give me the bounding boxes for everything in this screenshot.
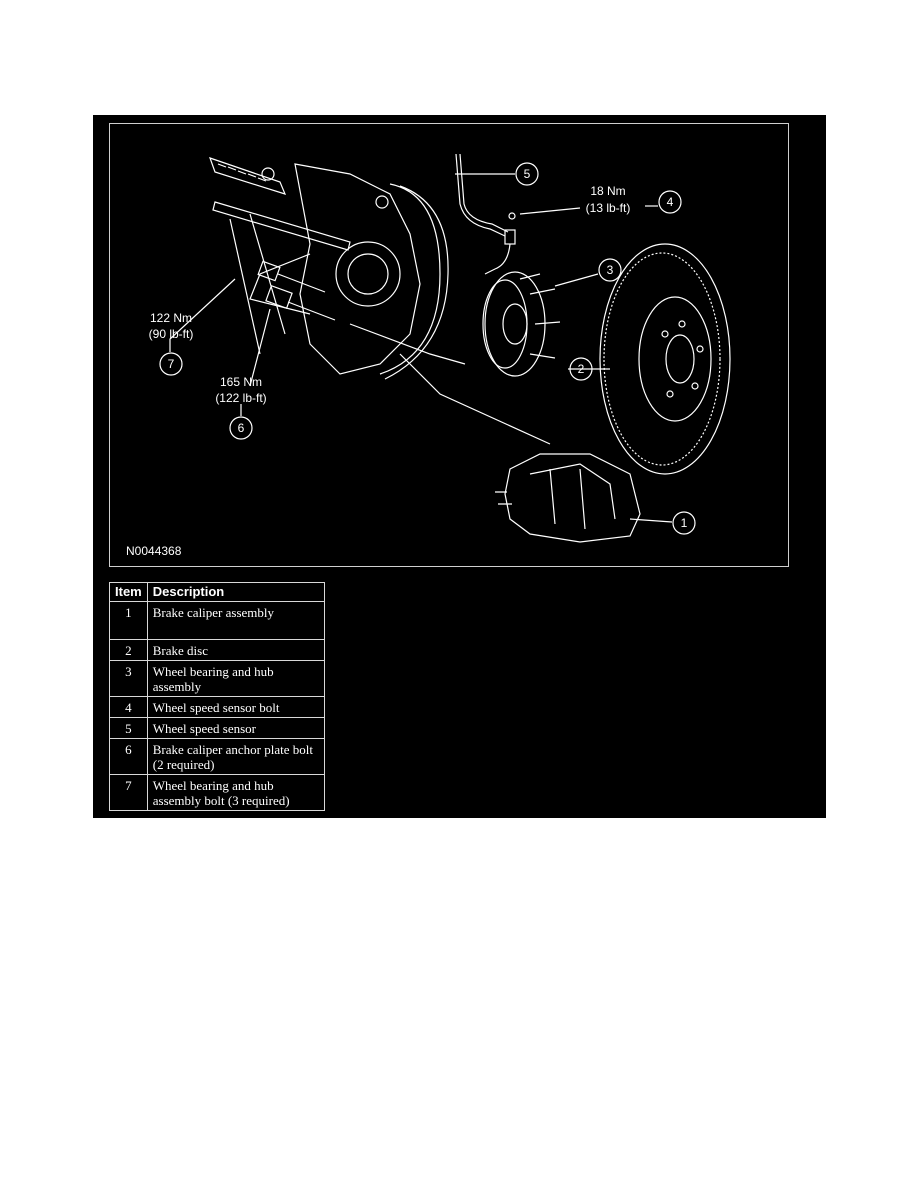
callout-7-number: 7	[168, 357, 175, 371]
item-description: Wheel speed sensor bolt	[146, 696, 325, 718]
callout-2: 2	[569, 357, 593, 381]
table-row: 3 Wheel bearing and hub assembly	[109, 660, 325, 697]
figure-id: N0044368	[126, 544, 182, 558]
table-header-row: Item Description	[109, 582, 325, 602]
item-number: 7	[109, 774, 148, 811]
wheel-hub-illustration	[482, 271, 561, 377]
item-description: Wheel bearing and hub assembly	[146, 660, 325, 697]
table-row: 1 Brake caliper assembly	[109, 601, 325, 640]
table-row: 4 Wheel speed sensor bolt	[109, 696, 325, 718]
callout-6-torque-lbft: (122 lb-ft)	[215, 391, 266, 405]
illustration-panel: 5 18 Nm (13 lb-ft) 4 3 2 1 122 Nm	[93, 115, 826, 818]
callout-5-number: 5	[524, 167, 531, 181]
item-description: Wheel bearing and hub assembly bolt (3 r…	[146, 774, 325, 811]
table-row: 2 Brake disc	[109, 639, 325, 661]
table-row: 5 Wheel speed sensor	[109, 717, 325, 739]
callout-4-torque-nm: 18 Nm	[590, 184, 625, 198]
axle-shaft-illustration	[209, 157, 351, 355]
callout-7: 122 Nm (90 lb-ft) 7	[149, 311, 194, 376]
bolt-illustrations	[257, 260, 336, 321]
callout-6-torque-nm: 165 Nm	[220, 375, 262, 389]
parts-legend-table: Item Description 1 Brake caliper assembl…	[109, 582, 325, 811]
callout-4-torque-lbft: (13 lb-ft)	[586, 201, 631, 215]
item-number: 5	[109, 717, 148, 739]
callout-leaders	[169, 173, 673, 523]
callout-7-torque-lbft: (90 lb-ft)	[149, 327, 194, 341]
exploded-view-figure: 5 18 Nm (13 lb-ft) 4 3 2 1 122 Nm	[109, 123, 789, 567]
wheel-speed-sensor-illustration	[455, 153, 516, 275]
header-description: Description	[146, 582, 325, 602]
item-description: Wheel speed sensor	[146, 717, 325, 739]
callout-4: 18 Nm (13 lb-ft) 4	[586, 184, 682, 215]
steering-knuckle-illustration	[249, 163, 421, 375]
item-description: Brake caliper assembly	[146, 601, 325, 640]
dust-shield-illustration	[379, 183, 449, 380]
brake-disc-illustration	[599, 243, 731, 475]
item-description: Brake caliper anchor plate bolt (2 requi…	[146, 738, 325, 775]
item-number: 4	[109, 696, 148, 718]
item-number: 6	[109, 738, 148, 775]
brake-assembly-illustration: 5 18 Nm (13 lb-ft) 4 3 2 1 122 Nm	[126, 153, 731, 558]
callout-1: 1	[672, 511, 696, 535]
callout-7-torque-nm: 122 Nm	[150, 311, 192, 325]
item-number: 3	[109, 660, 148, 697]
header-item: Item	[109, 582, 148, 602]
table-row: 6 Brake caliper anchor plate bolt (2 req…	[109, 738, 325, 775]
callout-6: 165 Nm (122 lb-ft) 6	[215, 375, 267, 440]
callout-1-number: 1	[681, 516, 688, 530]
callout-3: 3	[598, 258, 622, 282]
item-description: Brake disc	[146, 639, 325, 661]
callout-3-number: 3	[607, 263, 614, 277]
callout-6-number: 6	[238, 421, 245, 435]
callout-2-number: 2	[578, 362, 585, 376]
callout-4-number: 4	[667, 195, 674, 209]
brake-caliper-illustration	[495, 453, 641, 543]
table-row: 7 Wheel bearing and hub assembly bolt (3…	[109, 774, 325, 811]
callout-5: 5	[515, 162, 539, 186]
item-number: 2	[109, 639, 148, 661]
item-number: 1	[109, 601, 148, 640]
